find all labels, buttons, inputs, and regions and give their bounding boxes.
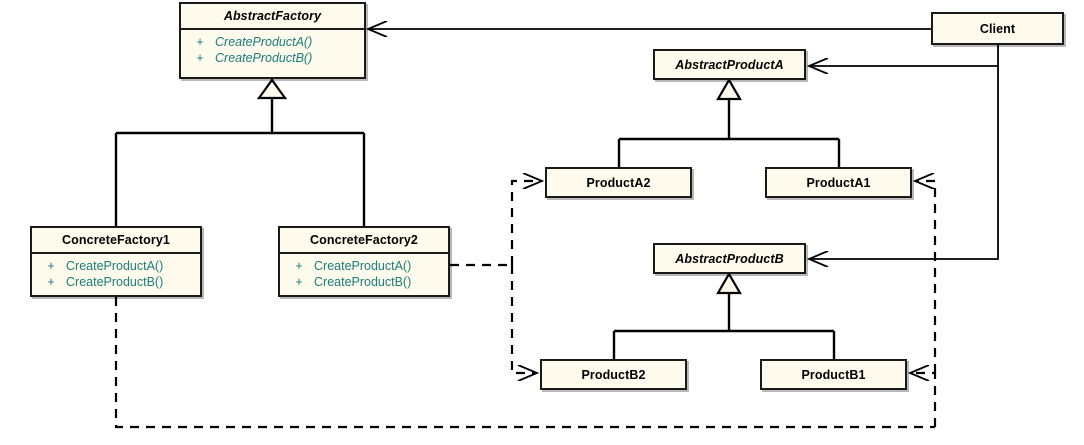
class-box-abstract-product-a[interactable]: AbstractProductA — [653, 49, 806, 80]
class-name-abstract-product-a: AbstractProductA — [675, 57, 784, 72]
class-box-product-b2[interactable]: ProductB2 — [540, 359, 687, 390]
class-name-product-b1: ProductB1 — [801, 367, 866, 382]
member-visibility: + — [47, 259, 55, 273]
class-name-concrete-factory-2: ConcreteFactory2 — [310, 233, 418, 247]
generalization-productbs-to-abstractproductb — [612, 271, 836, 359]
member-name: CreateProductB() — [66, 275, 164, 289]
class-box-product-a1[interactable]: ProductA1 — [765, 167, 912, 198]
association-client-to-abstractproducta — [809, 45, 999, 66]
class-member: + CreateProductA() — [185, 34, 360, 50]
class-member: + CreateProductA() — [36, 258, 196, 274]
class-name-abstract-factory: AbstractFactory — [223, 9, 322, 23]
member-visibility: + — [295, 259, 303, 273]
class-name-product-b2: ProductB2 — [581, 367, 646, 382]
class-member: + CreateProductB() — [185, 50, 360, 66]
member-visibility: + — [196, 35, 204, 49]
class-member: + CreateProductA() — [284, 258, 444, 274]
member-visibility: + — [47, 275, 55, 289]
class-box-concrete-factory-2[interactable]: ConcreteFactory2 + CreateProductA() + Cr… — [278, 226, 450, 297]
member-name: CreateProductB() — [215, 51, 313, 65]
class-name-concrete-factory-1: ConcreteFactory1 — [62, 233, 170, 247]
member-name: CreateProductA() — [215, 35, 313, 49]
member-visibility: + — [196, 51, 204, 65]
member-name: CreateProductA() — [314, 259, 412, 273]
members-compartment: + CreateProductA() + CreateProductB() — [181, 30, 364, 71]
member-name: CreateProductA() — [66, 259, 164, 273]
class-box-product-a2[interactable]: ProductA2 — [545, 167, 692, 198]
generalization-productas-to-abstractproducta — [617, 77, 841, 167]
class-member: + CreateProductB() — [36, 274, 196, 290]
compartment-divider — [280, 252, 448, 254]
members-compartment: + CreateProductA() + CreateProductB() — [280, 254, 448, 295]
dependency-concretefactory1-to-products — [114, 181, 937, 429]
dependency-concretefactory2-to-products — [450, 181, 542, 373]
class-box-concrete-factory-1[interactable]: ConcreteFactory1 + CreateProductA() + Cr… — [30, 226, 202, 297]
class-name-abstract-product-b: AbstractProductB — [675, 251, 784, 266]
compartment-divider — [181, 28, 364, 30]
class-box-abstract-factory[interactable]: AbstractFactory + CreateProductA() + Cre… — [179, 2, 366, 79]
class-name-product-a1: ProductA1 — [806, 175, 871, 190]
generalization-concretefactories-to-abstractfactory — [114, 78, 366, 226]
class-box-product-b1[interactable]: ProductB1 — [760, 359, 907, 390]
class-member: + CreateProductB() — [284, 274, 444, 290]
class-name-client: Client — [979, 21, 1016, 36]
compartment-divider — [32, 252, 200, 254]
members-compartment: + CreateProductA() + CreateProductB() — [32, 254, 200, 295]
class-box-client[interactable]: Client — [931, 12, 1064, 45]
class-box-abstract-product-b[interactable]: AbstractProductB — [653, 243, 806, 274]
association-client-to-abstractproductb — [809, 66, 999, 259]
class-name-product-a2: ProductA2 — [586, 175, 651, 190]
member-visibility: + — [295, 275, 303, 289]
member-name: CreateProductB() — [314, 275, 412, 289]
